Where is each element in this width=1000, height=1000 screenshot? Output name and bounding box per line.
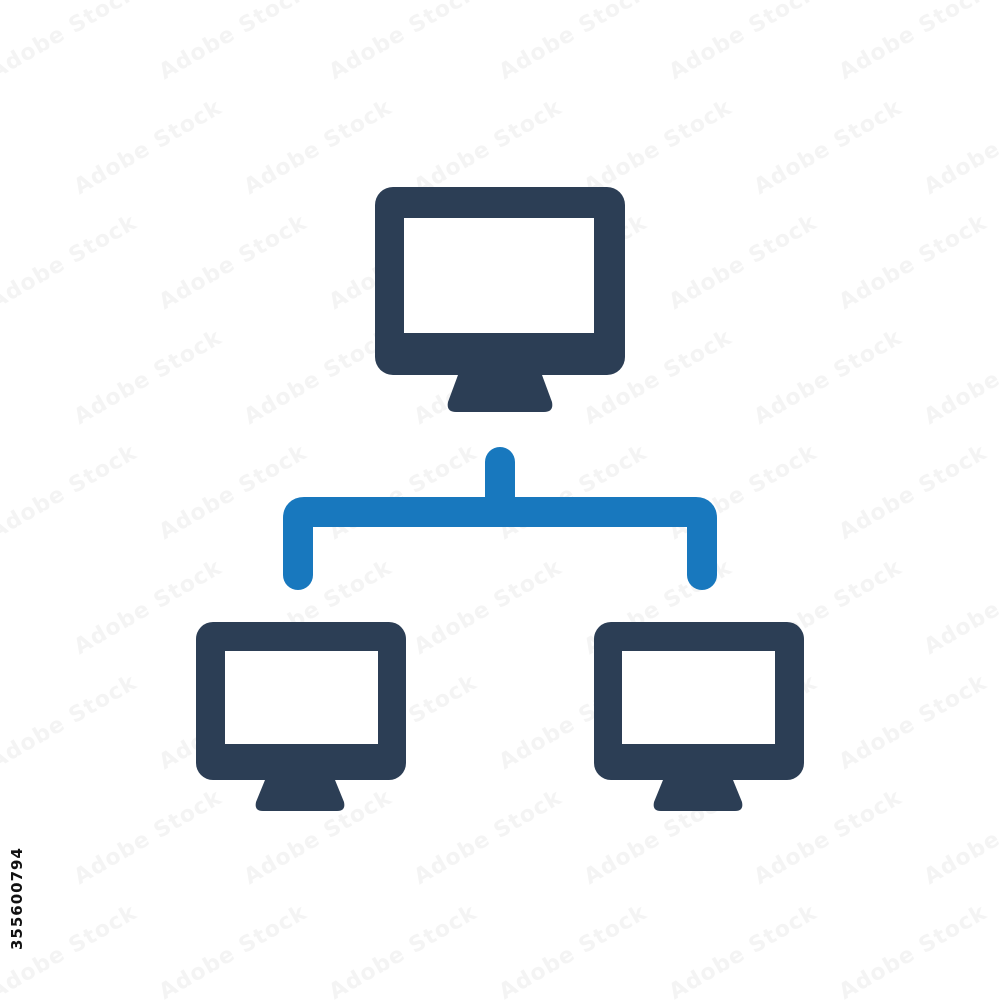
bottom-right-monitor-icon: [594, 622, 804, 811]
bottom-left-monitor-icon: [196, 622, 406, 811]
network-connector-icon: [283, 447, 717, 590]
top-monitor-icon: [375, 187, 625, 412]
